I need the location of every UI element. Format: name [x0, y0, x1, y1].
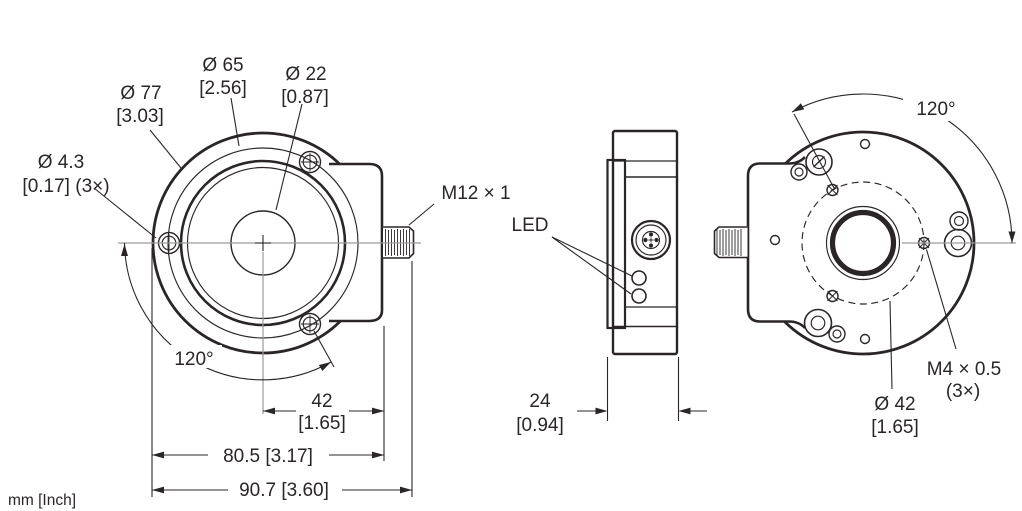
label-dia-42: Ø 42: [874, 394, 915, 415]
label-dia-65: Ø 65: [202, 55, 243, 76]
side-dimensions: 24 [0.94]: [516, 357, 707, 436]
back-angle-arc: [791, 93, 1013, 244]
label-dia-77-inch: [3.03]: [116, 106, 164, 127]
label-dia-4-3: Ø 4.3: [38, 152, 84, 173]
front-angle-label: 120°: [174, 349, 213, 370]
back-hole-top: [859, 138, 871, 150]
label-dia-4-3-inch: [0.17] (3×): [22, 176, 109, 197]
back-view: 120°: [713, 93, 1016, 390]
leader-m12: [408, 203, 435, 226]
leader-dia-22: [275, 103, 303, 211]
front-dimensions: 42 [1.65] 80.5 [3.17] 90.7 [3.60]: [151, 248, 413, 501]
label-dia-65-inch: [2.56]: [199, 78, 247, 99]
back-hole-bottom: [859, 333, 871, 345]
back-angle-label: 120°: [916, 99, 955, 120]
dim-42: 42 [1.65]: [263, 391, 384, 434]
back-angle-arrow-left: [792, 103, 805, 112]
m4-hole-lower-left: [826, 289, 839, 303]
leader-dia-77: [149, 129, 182, 169]
screw-pair-right: [943, 211, 973, 258]
dim-24-inch: [0.94]: [516, 415, 564, 436]
label-m4-thread: M4 × 0.5: [927, 359, 1001, 380]
led-indicator-1: [631, 270, 647, 286]
front-screw-top-right: [298, 150, 322, 174]
dim-80-5-label: 80.5 [3.17]: [223, 446, 313, 467]
leader-dia-42: [889, 300, 893, 390]
leader-led-2: [551, 236, 632, 295]
label-led: LED: [512, 215, 549, 236]
front-center-cross: [255, 235, 271, 251]
back-thread-hatch: [716, 229, 742, 256]
screw-pair-upper-left: [790, 148, 833, 181]
dim-42-mm: 42: [311, 391, 332, 412]
dim-90-7-label: 90.7 [3.60]: [239, 480, 329, 501]
side-flange-plate: [606, 158, 627, 330]
front-angle-arrow-left: [121, 244, 128, 256]
back-angle-arrow-right: [1008, 231, 1016, 243]
back-thread-outline: [713, 226, 748, 259]
back-bore-ring: [829, 209, 897, 277]
label-dia-77: Ø 77: [120, 83, 161, 104]
led-indicator-2: [631, 288, 647, 304]
label-m4-count: (3×): [946, 381, 980, 402]
leader-dia-4-3: [93, 187, 157, 239]
units-note: mm [Inch]: [8, 492, 76, 509]
label-m12-thread: M12 × 1: [441, 183, 510, 204]
dim-24-mm: 24: [529, 391, 551, 412]
back-angle-label-bg: [903, 93, 969, 121]
label-dia-42-inch: [1.65]: [871, 417, 919, 438]
label-dia-22: Ø 22: [285, 64, 326, 85]
front-angle-extension: [313, 330, 335, 368]
leader-dia-65: [230, 97, 240, 147]
dim-80-5: 80.5 [3.17]: [152, 446, 384, 467]
front-angle-arrow-right: [318, 362, 331, 371]
front-thread-outline: [383, 226, 415, 259]
back-thread-fill: [713, 226, 748, 258]
back-flange-fill: [748, 164, 800, 321]
front-view: 120°: [93, 97, 435, 414]
side-view: [551, 129, 679, 356]
callout-labels: Ø 77 [3.03] Ø 65 [2.56] Ø 22 [0.87] Ø 4.…: [8, 55, 1001, 509]
side-body: [611, 129, 679, 356]
label-dia-22-inch: [0.87]: [281, 87, 329, 108]
back-angle-extension: [793, 113, 835, 189]
dim-42-inch: [1.65]: [298, 413, 346, 434]
dim-90-7: 90.7 [3.60]: [152, 480, 412, 501]
screw-pair-lower-left: [803, 308, 846, 343]
back-hole-flange: [769, 234, 781, 246]
back-flange-outline: [746, 156, 806, 329]
back-bore-outer-circle: [825, 205, 901, 281]
leader-m4: [925, 249, 957, 350]
leader-led-1: [551, 236, 633, 277]
front-angle-label-bg: [170, 345, 222, 368]
m12-connector-face: [630, 219, 672, 261]
front-screw-bottom-right: [298, 312, 322, 336]
